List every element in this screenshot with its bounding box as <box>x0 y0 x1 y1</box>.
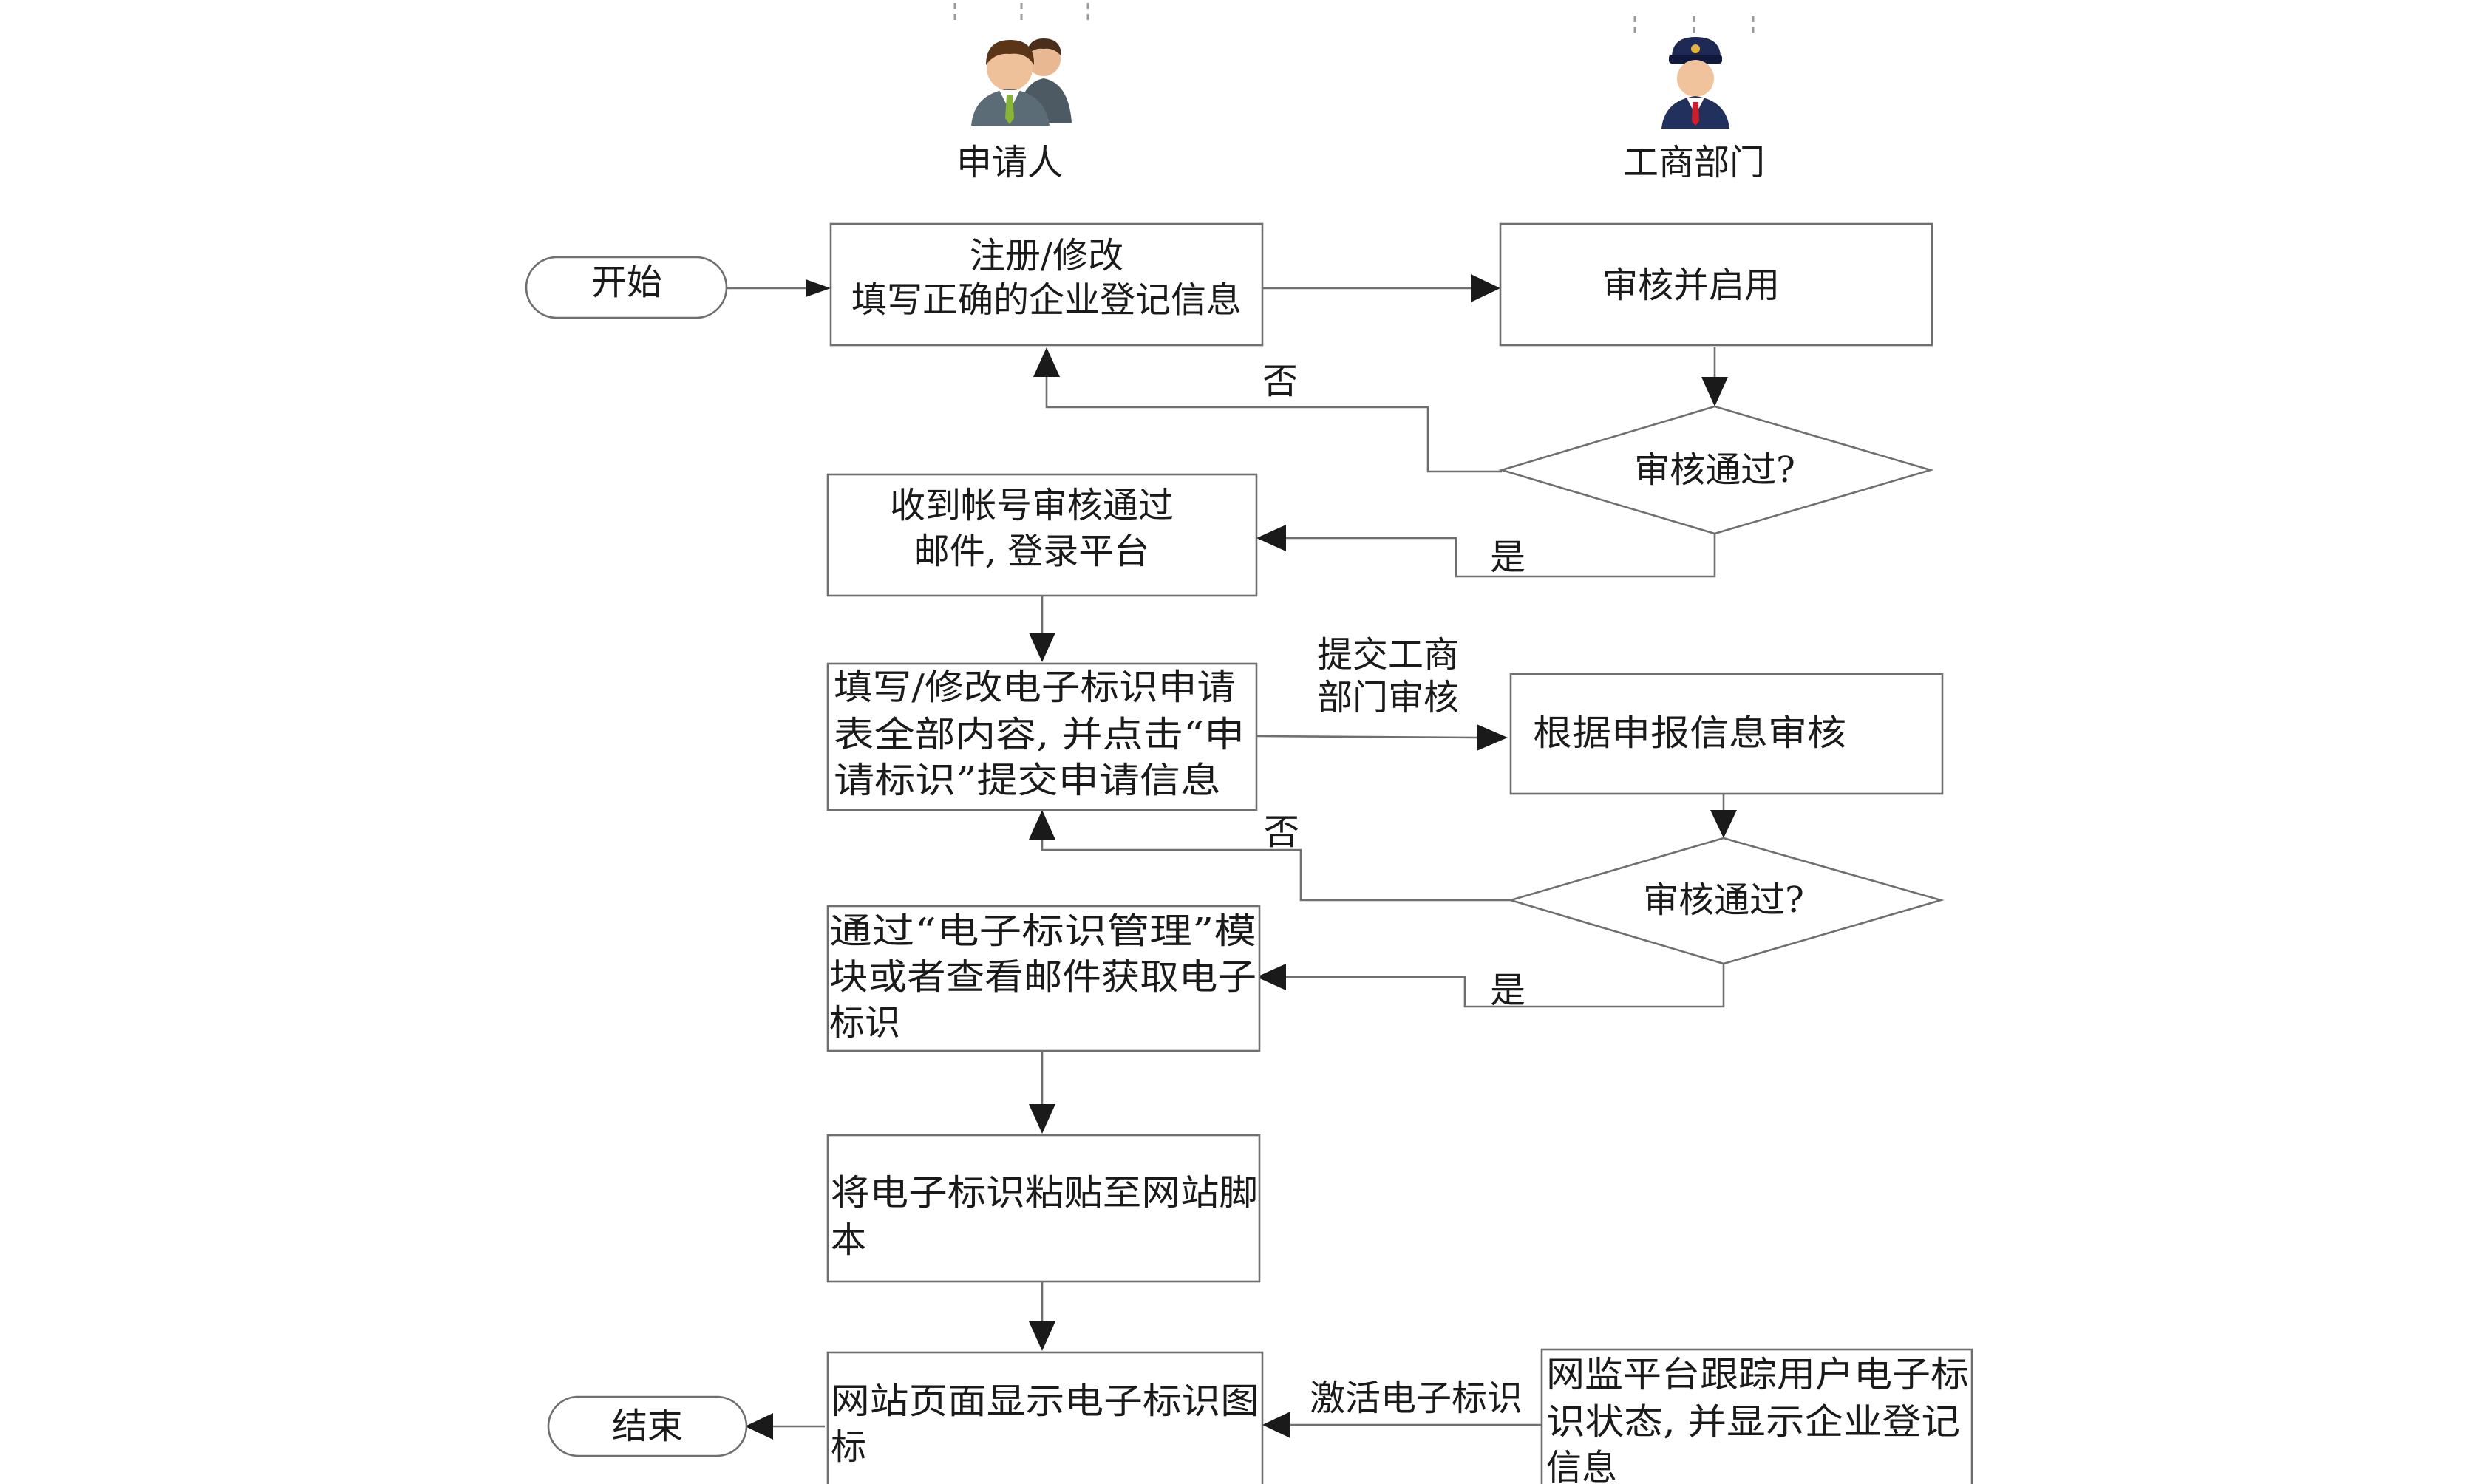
decision-2-label: 审核通过? <box>1643 879 1804 921</box>
connector-decision1-no <box>1045 377 1502 473</box>
arrowhead <box>1033 347 1060 377</box>
connector-decision2-yes <box>1286 964 1725 1008</box>
obtain-id-line-1: 通过“电子标识管理”模 <box>829 911 1256 952</box>
paste-script-line-1: 将电子标识粘贴至网站脚 <box>831 1172 1258 1214</box>
arrowhead <box>1710 810 1737 838</box>
arrowhead <box>1262 1412 1290 1438</box>
obtain-id-process: 通过“电子标识管理”模 块或者查看邮件获取电子 标识 <box>826 905 1261 1052</box>
arrowhead <box>745 1413 773 1440</box>
register-line-2: 填写正确的企业登记信息 <box>851 279 1242 321</box>
connectors <box>727 274 1737 1440</box>
track-status-process: 网监平台跟踪用户电子标 识状态, 并显示企业登记 信息 <box>1540 1348 1973 1484</box>
track-status-line-2: 识状态, 并显示企业登记 <box>1546 1401 1960 1443</box>
track-status-line-3: 信息 <box>1546 1447 1617 1484</box>
arrowhead <box>806 279 831 297</box>
display-icon-process: 网站页面显示电子标识图 标 <box>826 1351 1264 1484</box>
connector-decision2-no <box>1041 840 1511 902</box>
arrowhead <box>1256 525 1286 551</box>
edge-label-no-2: 否 <box>1264 811 1299 853</box>
fill-application-line-2: 表全部内容, 并点击“申 <box>834 714 1245 755</box>
edge-label-yes-2: 是 <box>1490 970 1525 1011</box>
paste-script-process: 将电子标识粘贴至网站脚 本 <box>826 1134 1261 1283</box>
start-terminator: 开始 <box>525 256 728 319</box>
arrowhead <box>1029 810 1055 840</box>
arrowhead <box>1471 274 1500 302</box>
arrowhead <box>1701 377 1728 406</box>
register-line-1: 注册/修改 <box>970 235 1123 276</box>
review-by-info-label: 根据申报信息审核 <box>1533 712 1846 754</box>
arrowhead <box>1477 724 1508 751</box>
dashed-guide <box>953 3 1089 25</box>
review-enable-process: 审核并启用 <box>1499 222 1933 347</box>
display-icon-line-2: 标 <box>831 1426 866 1468</box>
obtain-id-line-3: 标识 <box>829 1002 900 1044</box>
fill-application-process: 填写/修改电子标识申请 表全部内容, 并点击“申 请标识”提交申请信息 <box>826 662 1258 811</box>
agency-officer-icon <box>1633 16 1755 129</box>
arrowhead <box>1029 1104 1055 1134</box>
receive-email-line-1: 收到帐号审核通过 <box>890 485 1174 526</box>
decision-1-label: 审核通过? <box>1634 449 1795 491</box>
start-label: 开始 <box>591 262 662 303</box>
dashed-guide <box>1633 16 1755 38</box>
review-by-info-process: 根据申报信息审核 <box>1509 673 1944 795</box>
register-process: 注册/修改 填写正确的企业登记信息 <box>829 222 1264 347</box>
applicant-role-label: 申请人 <box>956 142 1063 183</box>
agency-role-label: 工商部门 <box>1623 142 1765 183</box>
edge-label-submit-line-1: 提交工商 <box>1317 634 1459 675</box>
arrowhead <box>1256 964 1286 990</box>
arrowhead <box>1029 633 1055 662</box>
edge-label-submit-line-2: 部门审核 <box>1317 677 1459 718</box>
fill-application-line-1: 填写/修改电子标识申请 <box>834 667 1236 708</box>
end-label: 结束 <box>612 1406 683 1447</box>
edge-label-activate: 激活电子标识 <box>1310 1378 1523 1419</box>
decision-1: 审核通过? <box>1498 405 1934 535</box>
end-terminator: 结束 <box>547 1395 748 1457</box>
decision-2: 审核通过? <box>1507 837 1945 965</box>
track-status-line-1: 网监平台跟踪用户电子标 <box>1546 1354 1969 1395</box>
connector-decision1-yes <box>1286 534 1716 578</box>
display-icon-line-1: 网站页面显示电子标识图 <box>831 1381 1259 1422</box>
receive-email-process: 收到帐号审核通过 邮件, 登录平台 <box>826 473 1258 597</box>
edge-label-no-1: 否 <box>1262 361 1298 402</box>
edge-label-yes-1: 是 <box>1490 537 1525 578</box>
connector-fill-reviewinfo <box>1256 735 1477 739</box>
review-enable-label: 审核并启用 <box>1602 265 1780 306</box>
paste-script-line-2: 本 <box>831 1219 866 1261</box>
applicant-people-icon <box>953 3 1089 126</box>
obtain-id-line-2: 块或者查看邮件获取电子 <box>829 956 1256 998</box>
receive-email-line-2: 邮件, 登录平台 <box>914 531 1150 572</box>
arrowhead <box>1029 1321 1055 1351</box>
fill-application-line-3: 请标识”提交申请信息 <box>834 760 1221 801</box>
